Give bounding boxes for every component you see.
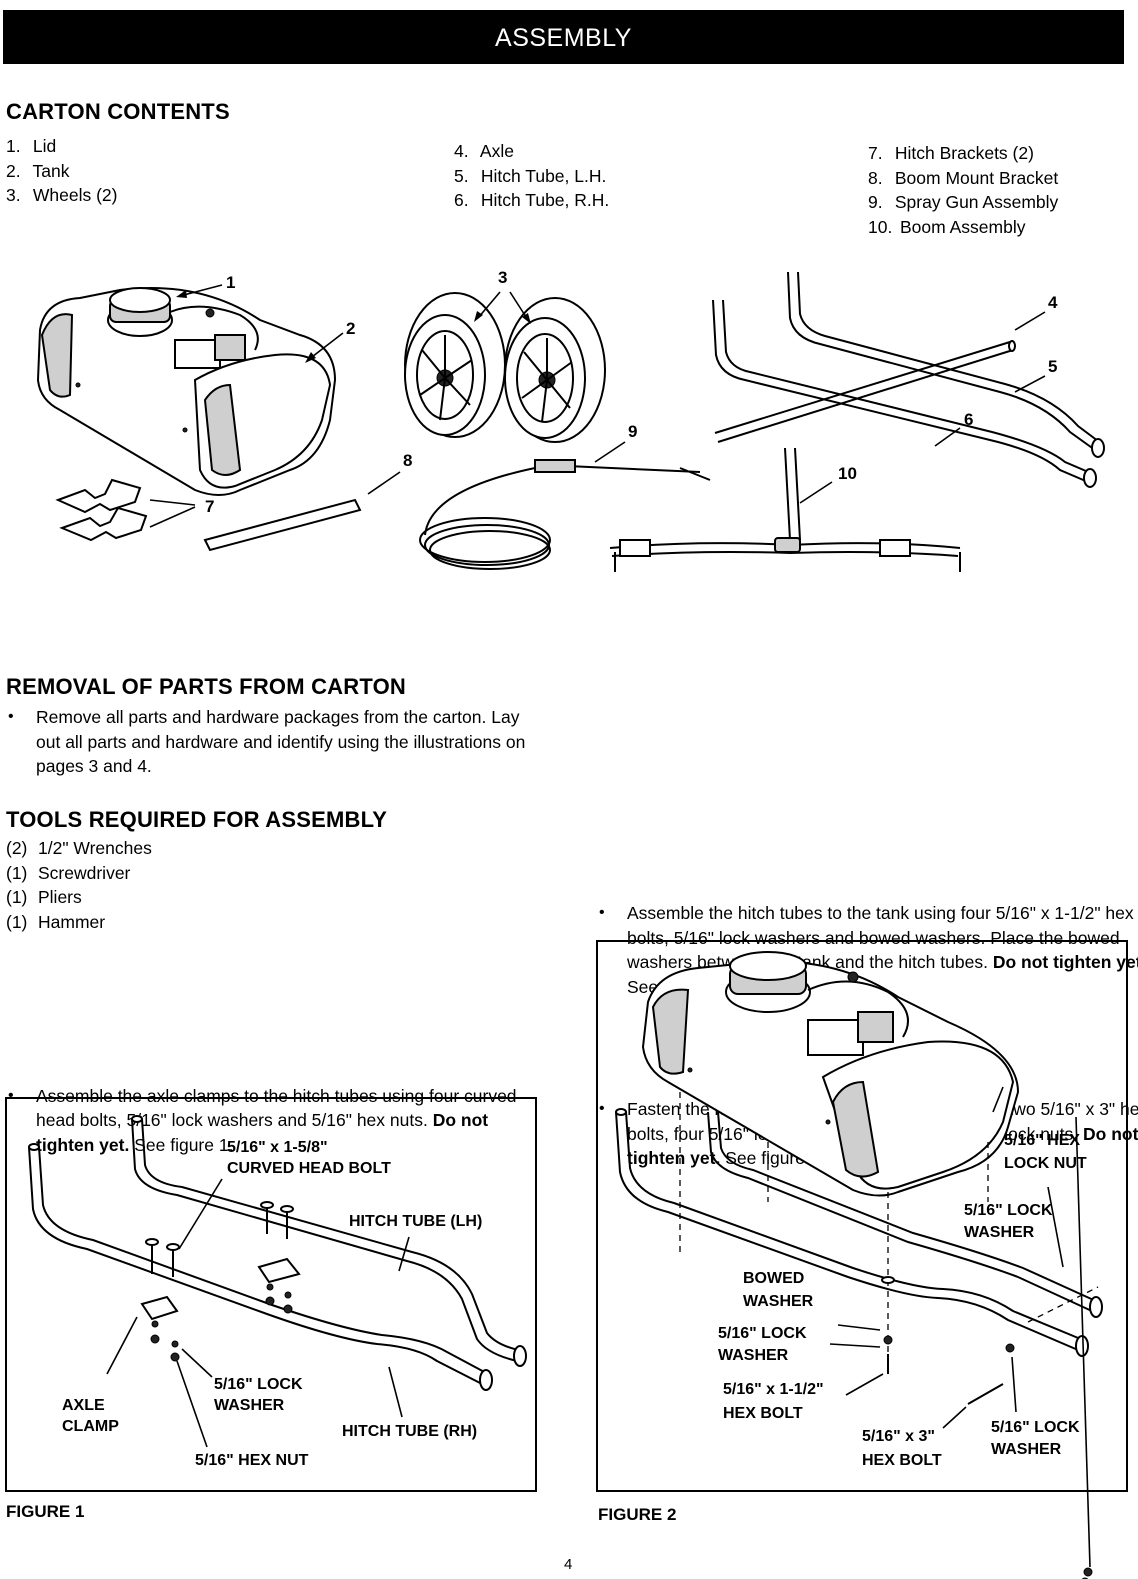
list-item: 7. Hitch Brackets (2) [868,143,1034,163]
step-hitch-tubes: Assemble the hitch tubes to the tank usi… [597,901,1138,999]
fig1-label-hex-nut: 5/16" HEX NUT [195,1452,309,1469]
figure-2: 5/16" HEX LOCK NUT 5/16" LOCK WASHER BOW… [596,940,1128,1579]
page-title: ASSEMBLY [495,24,632,52]
boom-mount-bracket-illustration [203,498,362,552]
callout-9: 9 [628,422,637,441]
fig2-label-lock-washer-a: 5/16" LOCK [964,1202,1053,1219]
figure-1-drawing [28,1115,527,1448]
list-item: 3. Wheels (2) [6,185,118,205]
callout-7: 7 [205,497,214,516]
fig2-label-lock-washer-c: 5/16" LOCK [991,1419,1080,1436]
list-item: 8. Boom Mount Bracket [868,167,1059,188]
list-item: 9. Spray Gun Assembly [868,192,1059,212]
callout-8: 8 [403,451,412,470]
carton-contents-col1: 1. Lid 2. Tank 3. Wheels (2) [6,134,117,208]
fig1-label-axle: AXLE [62,1397,105,1414]
list-item: (1)Screwdriver [6,862,131,883]
callout-5: 5 [1048,357,1057,376]
fig2-label-lock-washer-b: 5/16" LOCK [718,1325,807,1342]
fig2-label-hex-lock-nut-2: LOCK NUT [1004,1155,1087,1172]
parts-illustration: 1 2 3 4 5 6 7 [36,268,1105,572]
figure-2-caption: FIGURE 2 [598,1505,677,1524]
fig2-label-hex-bolt-b2: HEX BOLT [862,1452,942,1469]
page-header-banner: ASSEMBLY [3,10,1124,64]
list-item: (1)Hammer [6,911,106,932]
fig2-label-hex-bolt-a2: HEX BOLT [723,1405,803,1422]
fig1-label-clamp: CLAMP [62,1418,119,1435]
figure-1-caption: FIGURE 1 [6,1502,85,1521]
hitch-tubes-illustration [712,271,1105,488]
fig2-label-lock-washer-a2: WASHER [964,1224,1035,1241]
list-item: 4. Axle [454,141,514,161]
callout-4: 4 [1048,293,1058,312]
spray-gun-illustration [419,459,711,570]
list-item: 6. Hitch Tube, R.H. [454,190,610,210]
fig2-label-lock-washer-b2: WASHER [718,1347,789,1364]
fig2-label-hex-bolt-a: 5/16" x 1-1/2" [723,1381,824,1398]
removal-text: Remove all parts and hardware packages f… [6,705,541,779]
fig1-label-lock-washer-2: WASHER [214,1397,285,1414]
boom-assembly-illustration [609,447,961,572]
list-item: 10.Boom Assembly [868,216,1026,237]
fig2-label-hex-lock-nut: 5/16" HEX [1004,1132,1081,1149]
page-number: 4 [564,1556,573,1573]
list-item: 5. Hitch Tube, L.H. [454,165,607,186]
tools-list: (2)1/2" Wrenches (1)Screwdriver (1)Plier… [6,836,152,934]
fig1-label-hitch-lh: HITCH TUBE (LH) [349,1213,483,1230]
callout-1: 1 [226,273,235,292]
carton-contents-col2: 4. Axle 5. Hitch Tube, L.H. 6. Hitch Tub… [454,139,609,213]
callout-2: 2 [346,319,355,338]
tank-illustration [36,287,337,496]
step-axle-clamps: Assemble the axle clamps to the hitch tu… [6,1084,541,1158]
fig1-label-bolt-size: 5/16" x 1-5/8" [227,1139,328,1156]
removal-heading: REMOVAL OF PARTS FROM CARTON [6,674,406,699]
fig1-label-hitch-rh: HITCH TUBE (RH) [342,1423,478,1440]
callout-3: 3 [498,268,507,287]
callout-6: 6 [964,410,973,429]
list-item: (2)1/2" Wrenches [6,838,152,858]
fig2-label-lock-washer-c2: WASHER [991,1441,1062,1458]
tools-heading: TOOLS REQUIRED FOR ASSEMBLY [6,807,388,832]
fig2-label-hex-bolt-b: 5/16" x 3" [862,1428,935,1445]
figure-2-drawing [615,951,1103,1579]
wheels-illustration [404,292,606,443]
hitch-brackets-illustration [55,478,148,542]
fig2-label-bowed-washer: WASHER [743,1293,814,1310]
list-item: (1)Pliers [6,887,82,907]
list-item: 1. Lid [6,136,57,156]
figure-1: 5/16" x 1-5/8" CURVED HEAD BOLT HITCH TU… [5,1097,537,1492]
fig1-label-lock-washer: 5/16" LOCK [214,1376,303,1393]
callout-10: 10 [838,464,857,483]
fig1-label-curved-bolt: CURVED HEAD BOLT [227,1160,391,1177]
carton-contents-col3: 7. Hitch Brackets (2) 8. Boom Mount Brac… [868,141,1058,239]
fig2-label-bowed: BOWED [743,1270,805,1287]
carton-contents-heading: CARTON CONTENTS [6,99,230,124]
list-item: 2. Tank [6,160,70,181]
